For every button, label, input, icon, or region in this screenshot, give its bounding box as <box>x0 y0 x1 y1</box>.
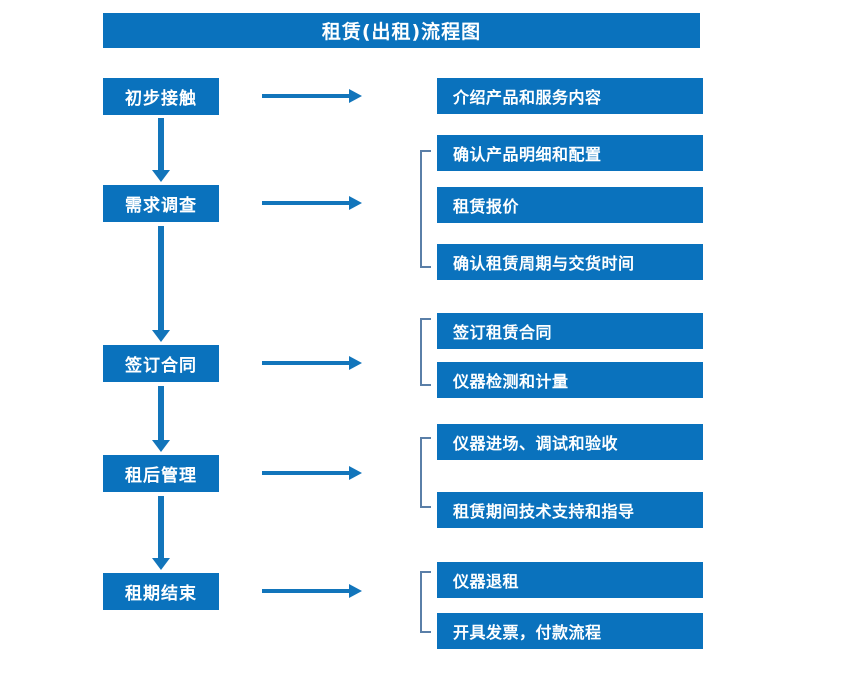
detail-box-confirm-product-details[interactable]: 确认产品明细和配置 <box>437 135 703 171</box>
arrow-head-right-icon <box>349 89 362 103</box>
detail-box-invoice-payment[interactable]: 开具发票，付款流程 <box>437 613 703 649</box>
arrow-shaft <box>158 226 164 331</box>
group-bracket-rental-end <box>420 571 431 633</box>
arrow-head-right-icon <box>349 196 362 210</box>
stage-box-initial-contact[interactable]: 初步接触 <box>103 78 219 115</box>
detail-box-sign-rental-contract[interactable]: 签订租赁合同 <box>437 313 703 349</box>
detail-box-instrument-inspection[interactable]: 仪器检测和计量 <box>437 362 703 398</box>
detail-box-introduce-products[interactable]: 介绍产品和服务内容 <box>437 78 703 114</box>
horizontal-arrow-rental-end <box>262 584 362 598</box>
horizontal-arrow-requirement-survey <box>262 196 362 210</box>
group-bracket-requirement-survey <box>420 150 431 268</box>
arrow-head-right-icon <box>349 356 362 370</box>
arrow-head-right-icon <box>349 584 362 598</box>
vertical-arrow-survey-to-contract <box>152 226 170 342</box>
arrow-shaft <box>262 361 350 365</box>
arrow-shaft <box>262 201 350 205</box>
detail-box-confirm-rental-period[interactable]: 确认租赁周期与交货时间 <box>437 244 703 280</box>
stage-box-rental-end[interactable]: 租期结束 <box>103 573 219 610</box>
vertical-arrow-contract-to-management <box>152 386 170 452</box>
detail-box-instrument-return[interactable]: 仪器退租 <box>437 562 703 598</box>
arrow-head-down-icon <box>152 440 170 452</box>
detail-box-instrument-installation[interactable]: 仪器进场、调试和验收 <box>437 424 703 460</box>
vertical-arrow-management-to-end <box>152 496 170 570</box>
detail-box-technical-support[interactable]: 租赁期间技术支持和指导 <box>437 492 703 528</box>
arrow-shaft <box>158 496 164 559</box>
arrow-head-down-icon <box>152 558 170 570</box>
horizontal-arrow-sign-contract <box>262 356 362 370</box>
arrow-head-right-icon <box>349 466 362 480</box>
arrow-head-down-icon <box>152 170 170 182</box>
stage-box-post-rental-management[interactable]: 租后管理 <box>103 455 219 492</box>
stage-box-requirement-survey[interactable]: 需求调查 <box>103 185 219 222</box>
arrow-shaft <box>262 589 350 593</box>
arrow-shaft <box>262 471 350 475</box>
arrow-shaft <box>262 94 350 98</box>
horizontal-arrow-post-rental-management <box>262 466 362 480</box>
arrow-shaft <box>158 386 164 441</box>
group-bracket-sign-contract <box>420 318 431 386</box>
horizontal-arrow-initial-contact <box>262 89 362 103</box>
vertical-arrow-contact-to-survey <box>152 118 170 182</box>
arrow-head-down-icon <box>152 330 170 342</box>
detail-box-rental-quotation[interactable]: 租赁报价 <box>437 187 703 223</box>
arrow-shaft <box>158 118 164 171</box>
stage-box-sign-contract[interactable]: 签订合同 <box>103 345 219 382</box>
page-title: 租赁(出租)流程图 <box>103 13 700 48</box>
group-bracket-post-rental-management <box>420 437 431 508</box>
